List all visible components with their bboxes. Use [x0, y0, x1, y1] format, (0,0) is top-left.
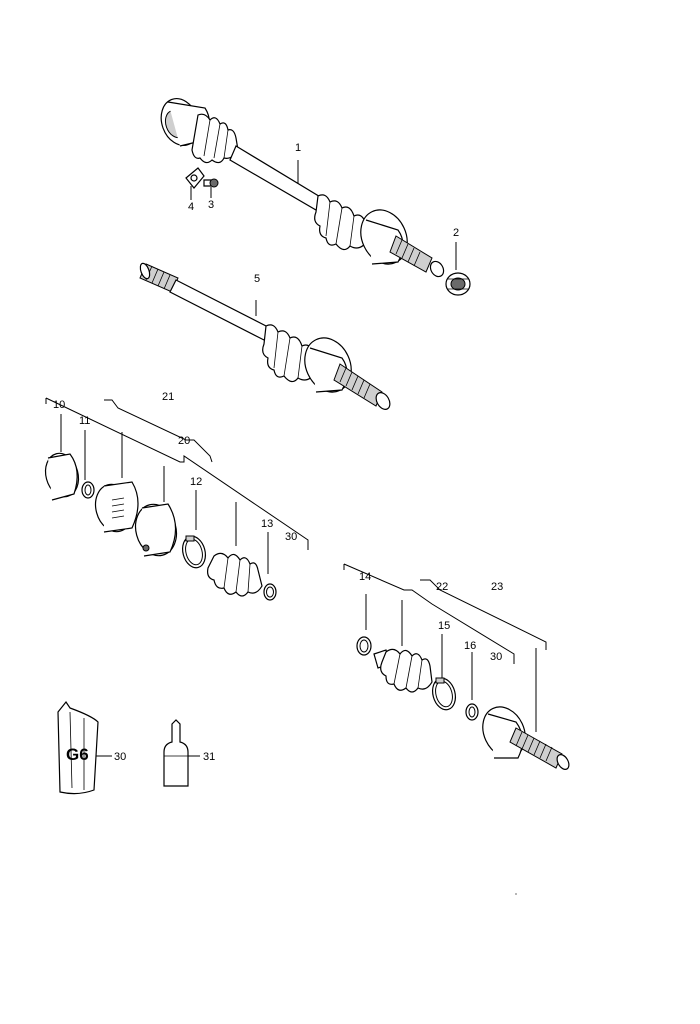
callout-16: 16	[464, 640, 476, 652]
callout-23: 23	[491, 581, 503, 593]
callout-12: 12	[190, 476, 202, 488]
callout-14: 14	[359, 571, 371, 583]
clamp-15	[431, 677, 457, 711]
callout-11: 11	[79, 415, 90, 427]
clamp-13	[263, 583, 277, 601]
outer-cv-joint	[482, 706, 570, 770]
kit-brackets-20-21	[45, 397, 309, 574]
callout-5: 5	[254, 273, 260, 285]
boot-outer	[373, 648, 433, 693]
kit-brackets-22-23	[343, 563, 547, 732]
oil-bottle-31	[163, 719, 200, 787]
callout-30-grease: 30	[114, 751, 126, 763]
drive-shaft-assembly-1	[160, 98, 445, 278]
tripod-housing	[134, 503, 178, 557]
callout-3: 3	[208, 199, 214, 211]
tripod-spider	[94, 481, 139, 533]
clamp-12	[181, 535, 207, 569]
circlip-11	[81, 481, 95, 499]
stray-dot	[515, 893, 517, 895]
bolt-and-plate-3-4	[185, 167, 219, 200]
callout-1: 1	[295, 142, 301, 154]
hub-nut-2	[445, 242, 471, 296]
drive-shaft-5	[139, 262, 391, 410]
callout-31: 31	[203, 751, 215, 763]
callout-30-top: 30	[285, 531, 297, 543]
callout-15: 15	[438, 620, 450, 632]
callout-4: 4	[188, 201, 194, 213]
grease-tube-30: G6	[57, 700, 112, 795]
callout-2: 2	[453, 227, 459, 239]
callout-22: 22	[436, 581, 448, 593]
grease-tube-label: G6	[66, 745, 89, 764]
callout-30-right: 30	[490, 651, 502, 663]
callout-20: 20	[178, 435, 190, 447]
callout-labels: 1 2 3 4 5 10 11 12 13 14 15 16 20 21 22 …	[53, 142, 503, 763]
housing-ring-10	[44, 452, 80, 501]
callout-10: 10	[53, 399, 65, 411]
clamp-14	[356, 636, 372, 656]
callout-21: 21	[162, 391, 174, 403]
boot-inner	[207, 552, 263, 597]
circlip-16	[465, 703, 479, 721]
callout-13: 13	[261, 518, 273, 530]
